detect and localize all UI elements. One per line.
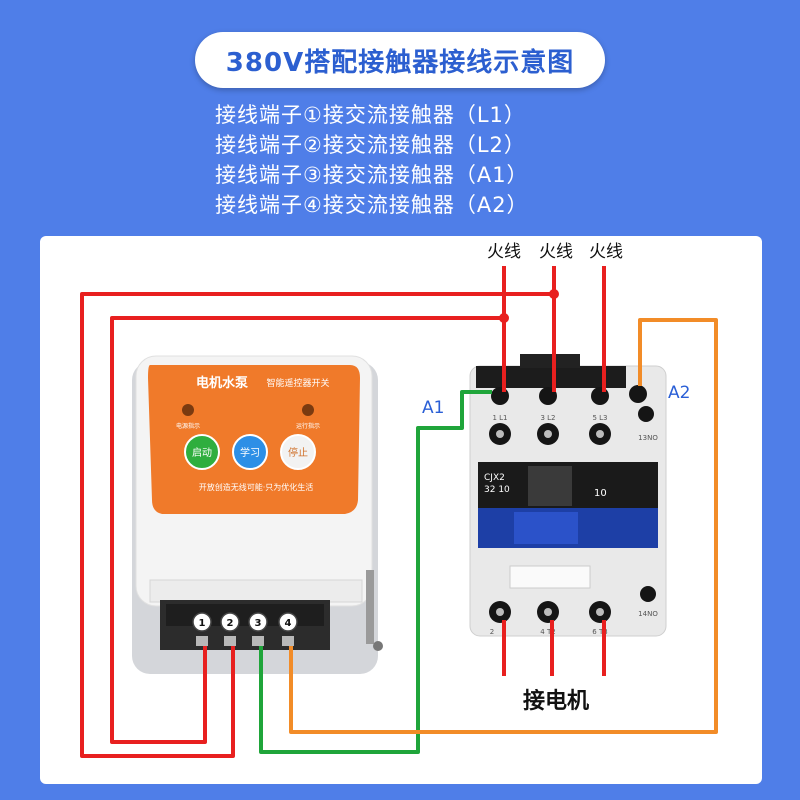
terminal-14no-label: 14NO bbox=[638, 610, 658, 618]
terminal-1[interactable]: 1 bbox=[192, 612, 212, 632]
terminal-l3-label: 5 L3 bbox=[592, 414, 607, 422]
controller-slogan: 开放创造无线可能·只为优化生活 bbox=[199, 482, 314, 492]
run-indicator-label: 运行指示 bbox=[296, 422, 320, 430]
contactor-blue-slider bbox=[514, 512, 578, 544]
terminal-1-clamp bbox=[196, 636, 208, 646]
terminal-t3-label: 6 T3 bbox=[592, 628, 607, 636]
wires bbox=[80, 266, 718, 758]
controller-subtitle: 智能遥控器开关 bbox=[266, 377, 329, 389]
ac-contactor: 1 L1 3 L2 5 L3 13NO CJX2 32 10 10 bbox=[469, 354, 667, 637]
start-button[interactable] bbox=[184, 434, 220, 470]
terminal-2-label: 2 bbox=[227, 618, 234, 629]
learn-button[interactable] bbox=[232, 434, 268, 470]
contactor-top-band bbox=[476, 366, 626, 388]
title-pill: 380V搭配接触器接线示意图 bbox=[195, 32, 605, 88]
stop-button-label: 停止 bbox=[288, 446, 308, 459]
terminal-l2-screw-head bbox=[544, 430, 552, 438]
run-indicator-led bbox=[302, 404, 314, 416]
top-screw-13no-outer[interactable] bbox=[629, 385, 647, 403]
terminal-1-label: 1 bbox=[199, 618, 206, 629]
power-indicator-label: 电源指示 bbox=[176, 422, 200, 430]
bottom-terminal-row: 2 4 T2 6 T3 14NO bbox=[489, 586, 658, 636]
terminal-4-clamp bbox=[282, 636, 294, 646]
terminal-13no-screw[interactable] bbox=[638, 406, 654, 422]
controller-brand: 电机水泵 bbox=[196, 375, 248, 391]
terminal-l1-screw-head bbox=[496, 430, 504, 438]
terminal-block-top bbox=[166, 604, 324, 626]
terminal-t1-label: 2 bbox=[490, 628, 494, 636]
junction-l1 bbox=[499, 313, 509, 323]
remote-controller: 电机水泵 智能遥控器开关 电源指示 运行指示 启动 学习 停止 开放创造无线可能… bbox=[132, 355, 383, 674]
wire-terminal-4-a2 bbox=[289, 318, 718, 734]
a2-label: A2 bbox=[668, 383, 690, 403]
terminal-13no-label: 13NO bbox=[638, 434, 658, 442]
terminal-14no-screw[interactable] bbox=[640, 586, 656, 602]
wiring-notes: 接线端子①接交流接触器（L1） 接线端子②接交流接触器（L2） 接线端子③接交流… bbox=[215, 100, 595, 220]
wire-terminal-3-a1 bbox=[259, 390, 492, 754]
terminal-4[interactable]: 4 bbox=[278, 612, 298, 632]
controller-step bbox=[149, 579, 363, 603]
terminal-3-clamp bbox=[252, 636, 264, 646]
terminal-l2-label: 3 L2 bbox=[540, 414, 555, 422]
contactor-model-line1: CJX2 bbox=[484, 473, 505, 483]
note-terminal-4: 接线端子④接交流接触器（A2） bbox=[215, 193, 529, 217]
terminal-2[interactable]: 2 bbox=[220, 612, 240, 632]
learn-button-label: 学习 bbox=[240, 446, 260, 459]
live-wire-label-2: 火线 bbox=[539, 242, 573, 262]
wire-terminal-2-l2 bbox=[80, 292, 554, 758]
terminal-t3-screw-head bbox=[596, 608, 604, 616]
page-title: 380V搭配接触器接线示意图 bbox=[225, 47, 575, 78]
power-indicator-led bbox=[182, 404, 194, 416]
terminal-l1-label: 1 L1 bbox=[492, 414, 507, 422]
terminal-l3-screw-head bbox=[596, 430, 604, 438]
note-terminal-1: 接线端子①接交流接触器（L1） bbox=[215, 103, 526, 127]
terminal-t2-screw-head bbox=[544, 608, 552, 616]
contactor-model-line2: 32 10 bbox=[484, 485, 510, 495]
live-wire-label-3: 火线 bbox=[589, 242, 623, 262]
terminal-4-label: 4 bbox=[285, 618, 292, 629]
a1-label: A1 bbox=[422, 398, 444, 418]
motor-label: 接电机 bbox=[523, 689, 589, 714]
wire-terminal-1-l1 bbox=[110, 316, 504, 744]
contactor-rating: 10 bbox=[594, 488, 607, 499]
stop-button[interactable] bbox=[280, 434, 316, 470]
terminal-3-label: 3 bbox=[255, 618, 262, 629]
terminal-t1-screw-head bbox=[496, 608, 504, 616]
antenna bbox=[366, 570, 374, 644]
contactor-top-cap bbox=[520, 354, 580, 368]
note-terminal-3: 接线端子③接交流接触器（A1） bbox=[215, 163, 529, 187]
top-screw-l1-outer[interactable] bbox=[491, 387, 509, 405]
top-screw-l3-outer[interactable] bbox=[591, 387, 609, 405]
terminal-t2-label: 4 T2 bbox=[540, 628, 555, 636]
note-terminal-2: 接线端子②接交流接触器（L2） bbox=[215, 133, 526, 157]
antenna-tip bbox=[373, 641, 383, 651]
terminal-3[interactable]: 3 bbox=[248, 612, 268, 632]
terminal-2-clamp bbox=[224, 636, 236, 646]
contactor-armature bbox=[528, 466, 572, 506]
junction-l2 bbox=[549, 289, 559, 299]
live-wire-label-1: 火线 bbox=[487, 242, 521, 262]
start-button-label: 启动 bbox=[192, 446, 212, 459]
contactor-white-label bbox=[509, 565, 591, 589]
